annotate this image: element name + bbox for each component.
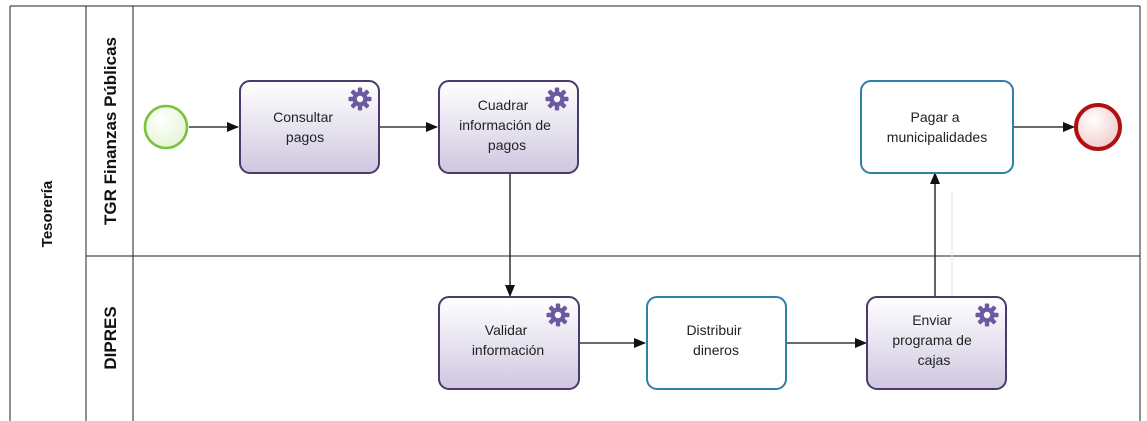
svg-text:Enviar programa de: Enviar programa de cajas [892, 312, 975, 368]
task-text-line: Cuadrar [478, 97, 529, 113]
task-distribuir-dineros[interactable]: Distribuir dineros [646, 296, 787, 390]
task-text-line: Distribuir [686, 322, 742, 338]
task-text-line: información [472, 342, 544, 358]
service-gear-icon [545, 87, 569, 111]
task-cuadrar-informacion[interactable]: Cuadrar información de pagos [438, 80, 579, 174]
svg-text:Pagar a municipalidades: Pagar a municipalidades [887, 109, 987, 145]
lane-label-dipres: DIPRES [101, 306, 120, 369]
task-text-line: dineros [693, 342, 739, 358]
task-text-line: pagos [488, 137, 526, 153]
start-event[interactable] [143, 104, 189, 150]
task-text-line: Consultar [273, 109, 333, 125]
svg-text:Cuadrar información de: Cuadrar información de pagos [459, 97, 555, 153]
task-text-line: programa de [892, 332, 972, 348]
task-text-line: Pagar a [911, 109, 960, 125]
task-consultar-pagos[interactable]: Consultar pagos [239, 80, 380, 174]
task-validar-informacion[interactable]: Validar información [438, 296, 580, 390]
task-text-line: Enviar [912, 312, 952, 328]
end-event[interactable] [1074, 103, 1122, 151]
service-gear-icon [546, 303, 570, 327]
svg-text:Validar información: Validar información [472, 322, 544, 358]
lane-label-tgr: TGR Finanzas Públicas [101, 37, 120, 225]
task-text-line: Validar [485, 322, 528, 338]
task-enviar-programa-cajas[interactable]: Enviar programa de cajas [866, 296, 1007, 390]
svg-text:Distribuir dineros: Distribuir dineros [686, 322, 745, 358]
task-text-line: cajas [918, 352, 951, 368]
pool-label: Tesorería [39, 180, 56, 247]
service-gear-icon [348, 87, 372, 111]
sequence-flows [189, 122, 1075, 348]
svg-text:Consultar pagos: Consultar pagos [273, 109, 337, 145]
task-text-line: municipalidades [887, 129, 987, 145]
task-text-line: pagos [286, 129, 324, 145]
task-text-line: información de [459, 117, 551, 133]
pool: Tesorería TGR Finanzas Públicas DIPRES [9, 5, 1141, 421]
task-pagar-municipalidades[interactable]: Pagar a municipalidades [860, 80, 1014, 174]
service-gear-icon [975, 303, 999, 327]
